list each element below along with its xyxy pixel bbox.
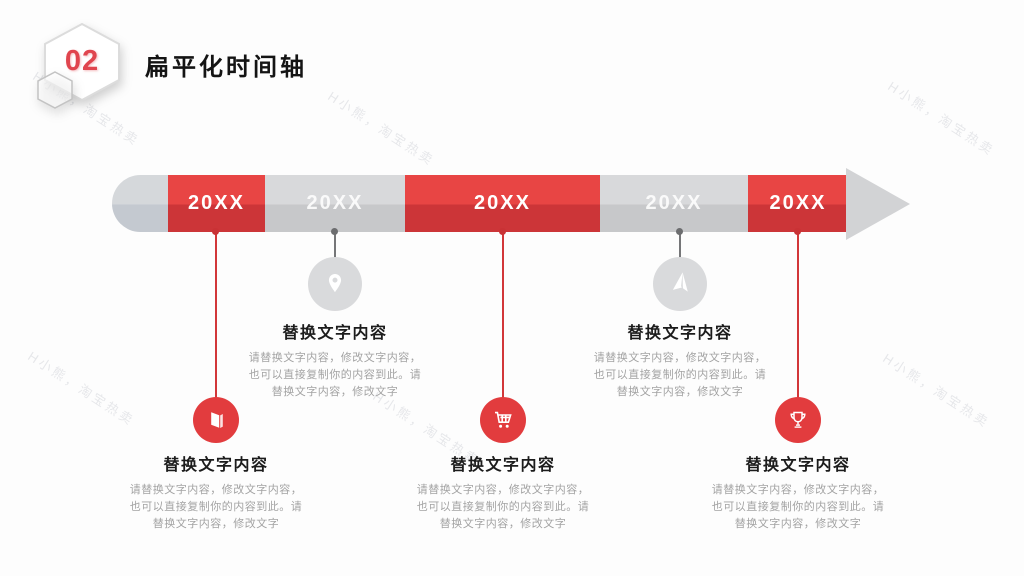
item-body: 请替换文字内容，修改文字内容，也可以直接复制你的内容到此。请替换文字内容，修改文… (593, 352, 767, 398)
hexagon-small-icon (37, 71, 73, 109)
timeline-item-text: 替换文字内容 请替换文字内容，修改文字内容，也可以直接复制你的内容到此。请替换文… (240, 319, 430, 401)
connector-dot (794, 228, 801, 235)
timeline-arrow-icon (846, 168, 910, 240)
page-title: 扁平化时间轴 (145, 54, 307, 81)
trophy-icon (790, 411, 806, 428)
connector-dot (331, 228, 338, 235)
item-heading: 替换文字内容 (450, 457, 556, 474)
item-body: 请替换文字内容，修改文字内容，也可以直接复制你的内容到此。请替换文字内容，修改文… (711, 484, 885, 530)
timeline-item-text: 替换文字内容 请替换文字内容，修改文字内容，也可以直接复制你的内容到此。请替换文… (703, 451, 893, 533)
year-label: 20XX (306, 192, 364, 214)
item-body: 请替换文字内容，修改文字内容，也可以直接复制你的内容到此。请替换文字内容，修改文… (129, 484, 303, 530)
item-heading: 替换文字内容 (745, 457, 851, 474)
timeline-item-text: 替换文字内容 请替换文字内容，修改文字内容，也可以直接复制你的内容到此。请替换文… (408, 451, 598, 533)
connector-line (502, 232, 504, 398)
timeline-start-cap (112, 175, 168, 232)
milestone-circle (653, 257, 707, 311)
item-body: 请替换文字内容，修改文字内容，也可以直接复制你的内容到此。请替换文字内容，修改文… (416, 484, 590, 530)
milestone-circle (193, 397, 239, 443)
item-heading: 替换文字内容 (282, 325, 388, 342)
connector-line (797, 232, 799, 398)
connector-dot (676, 228, 683, 235)
year-label: 20XX (645, 192, 703, 214)
timeline-segment: 20XX (405, 175, 600, 232)
timeline-bar: 20XX 20XX 20XX 20XX 20XX (112, 175, 848, 232)
paper-plane-icon (672, 272, 688, 292)
item-heading: 替换文字内容 (163, 457, 269, 474)
connector-dot (212, 228, 219, 235)
connector-line (215, 232, 217, 398)
milestone-circle (308, 257, 362, 311)
milestone-circle (775, 397, 821, 443)
shopping-cart-icon (495, 411, 512, 428)
watermark: H小熊，淘宝热卖 (325, 88, 438, 169)
timeline-segment: 20XX (600, 175, 748, 232)
timeline-segment: 20XX (265, 175, 405, 232)
timeline-item-text: 替换文字内容 请替换文字内容，修改文字内容，也可以直接复制你的内容到此。请替换文… (121, 451, 311, 533)
location-pin-icon (328, 274, 342, 293)
watermark: H小熊，淘宝热卖 (885, 78, 998, 159)
watermark: H小熊，淘宝热卖 (25, 348, 138, 429)
connector-line (334, 232, 336, 259)
year-label: 20XX (769, 192, 827, 214)
connector-dot (499, 228, 506, 235)
section-number: 02 (64, 44, 100, 77)
milestone-circle (480, 397, 526, 443)
section-number-badge: 02 (37, 22, 126, 109)
connector-line (679, 232, 681, 259)
timeline-segment: 20XX (168, 175, 265, 232)
timeline-segment: 20XX (748, 175, 848, 232)
item-heading: 替换文字内容 (627, 325, 733, 342)
timeline-item-text: 替换文字内容 请替换文字内容，修改文字内容，也可以直接复制你的内容到此。请替换文… (585, 319, 775, 401)
item-body: 请替换文字内容，修改文字内容，也可以直接复制你的内容到此。请替换文字内容，修改文… (248, 352, 422, 398)
watermark: H小熊，淘宝热卖 (880, 350, 993, 431)
year-label: 20XX (188, 192, 245, 214)
book-icon (211, 412, 223, 428)
year-label: 20XX (474, 192, 531, 214)
